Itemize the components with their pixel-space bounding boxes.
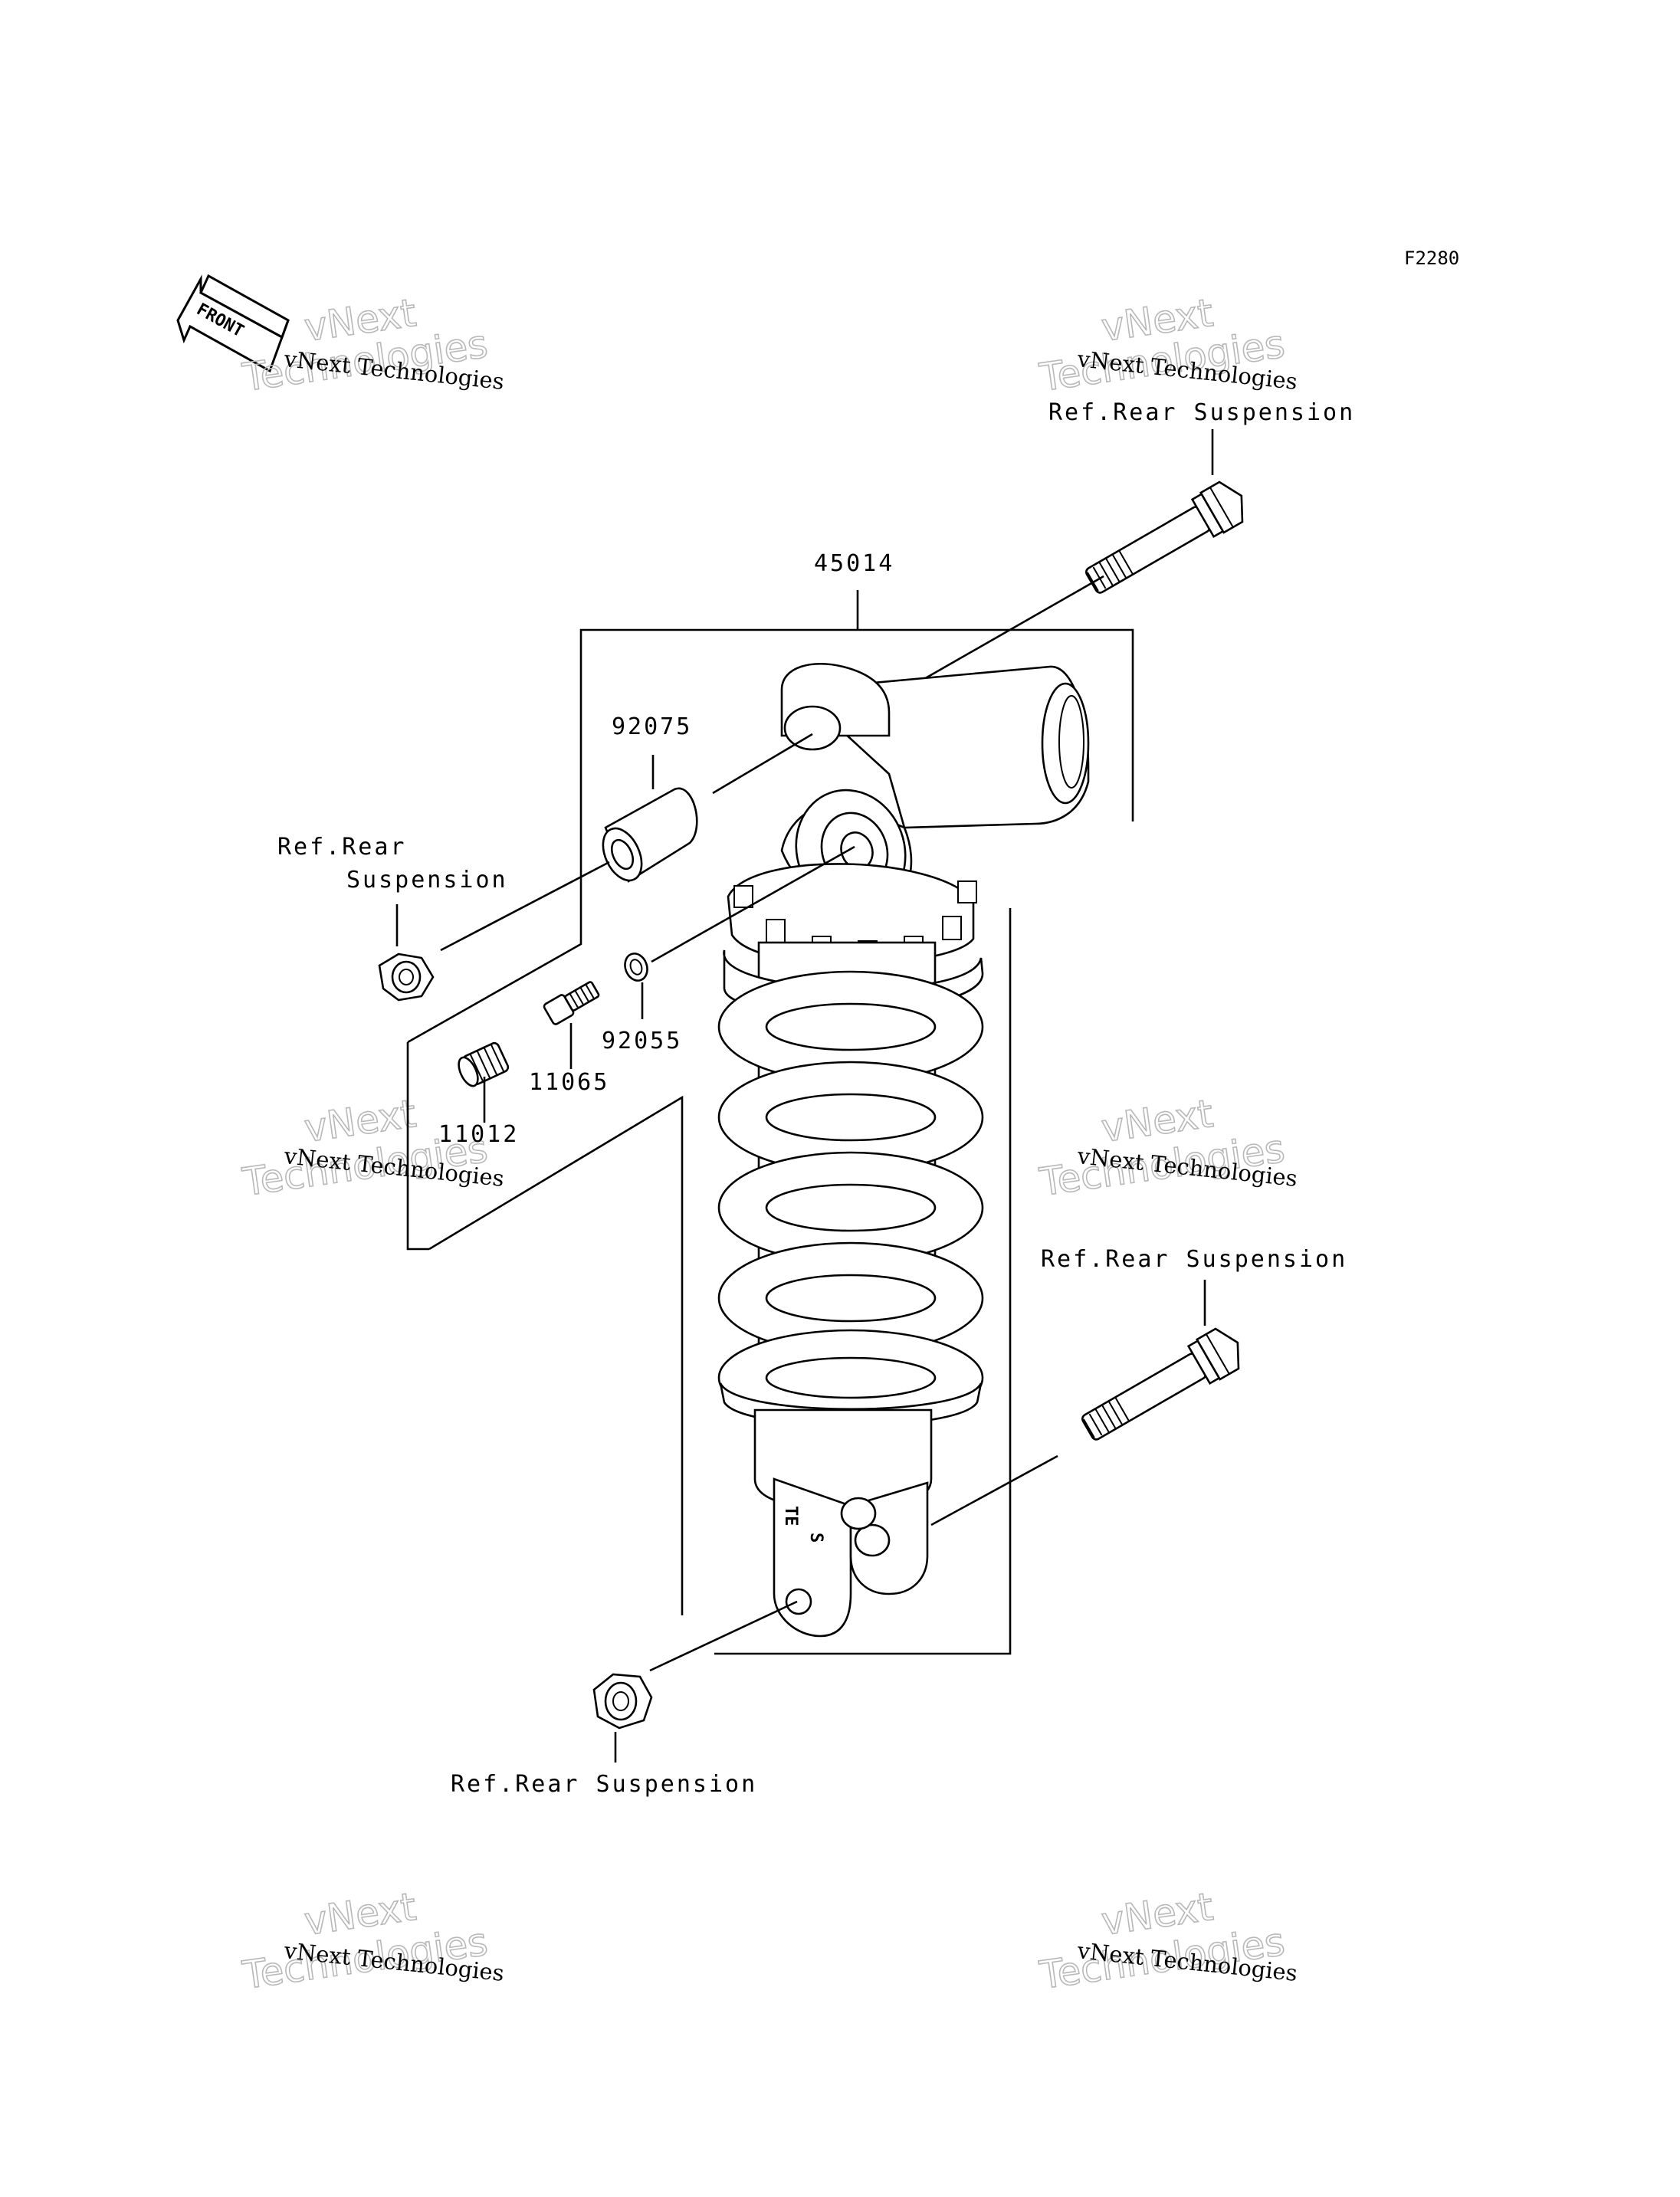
front-arrow-icon: FRONT — [176, 274, 290, 373]
label-ref-top-right: Ref.Rear Suspension — [1048, 399, 1355, 426]
watermark: vNext Technologies vNext Technologies — [239, 1884, 506, 1999]
label-ref-bottom: Ref.Rear Suspension — [451, 1771, 757, 1798]
label-valve-11065: 11065 — [529, 1069, 609, 1096]
figure-code: F2280 — [1404, 248, 1459, 269]
bottom-mounting-nut — [592, 1600, 798, 1763]
lower-mounting-bolt — [930, 1280, 1240, 1526]
label-assembly-45014: 45014 — [814, 550, 894, 577]
label-oring-92055: 92055 — [602, 1028, 682, 1054]
valve-cap-11012 — [458, 1041, 510, 1123]
svg-text:S: S — [806, 1533, 825, 1543]
watermark: vNext Technologies vNext Technologies — [1036, 290, 1299, 401]
label-ref-mid-right: Ref.Rear Suspension — [1041, 1246, 1347, 1273]
label-collar-92075: 92075 — [612, 713, 692, 740]
svg-text:TE: TE — [781, 1506, 800, 1526]
watermark: vNext Technologies vNext Technologies — [239, 1090, 506, 1205]
spring-coils — [717, 949, 984, 1427]
left-mounting-nut — [378, 861, 610, 1002]
collar-92075 — [602, 733, 813, 883]
assembly-bracket — [406, 590, 1134, 1655]
rear-shock-absorber: TE S — [717, 662, 1090, 1638]
label-ref-left-line1: Ref.Rear — [277, 834, 407, 861]
label-cap-11012: 11012 — [438, 1121, 519, 1148]
watermark: vNext Technologies vNext Technologies — [1036, 1884, 1299, 1999]
o-ring-92055 — [624, 845, 855, 1019]
upper-mounting-bolt — [911, 429, 1244, 687]
label-ref-left-line2: Suspension — [346, 867, 508, 894]
watermark: vNext Technologies vNext Technologies — [1036, 1090, 1299, 1205]
air-valve-11065 — [543, 981, 600, 1069]
